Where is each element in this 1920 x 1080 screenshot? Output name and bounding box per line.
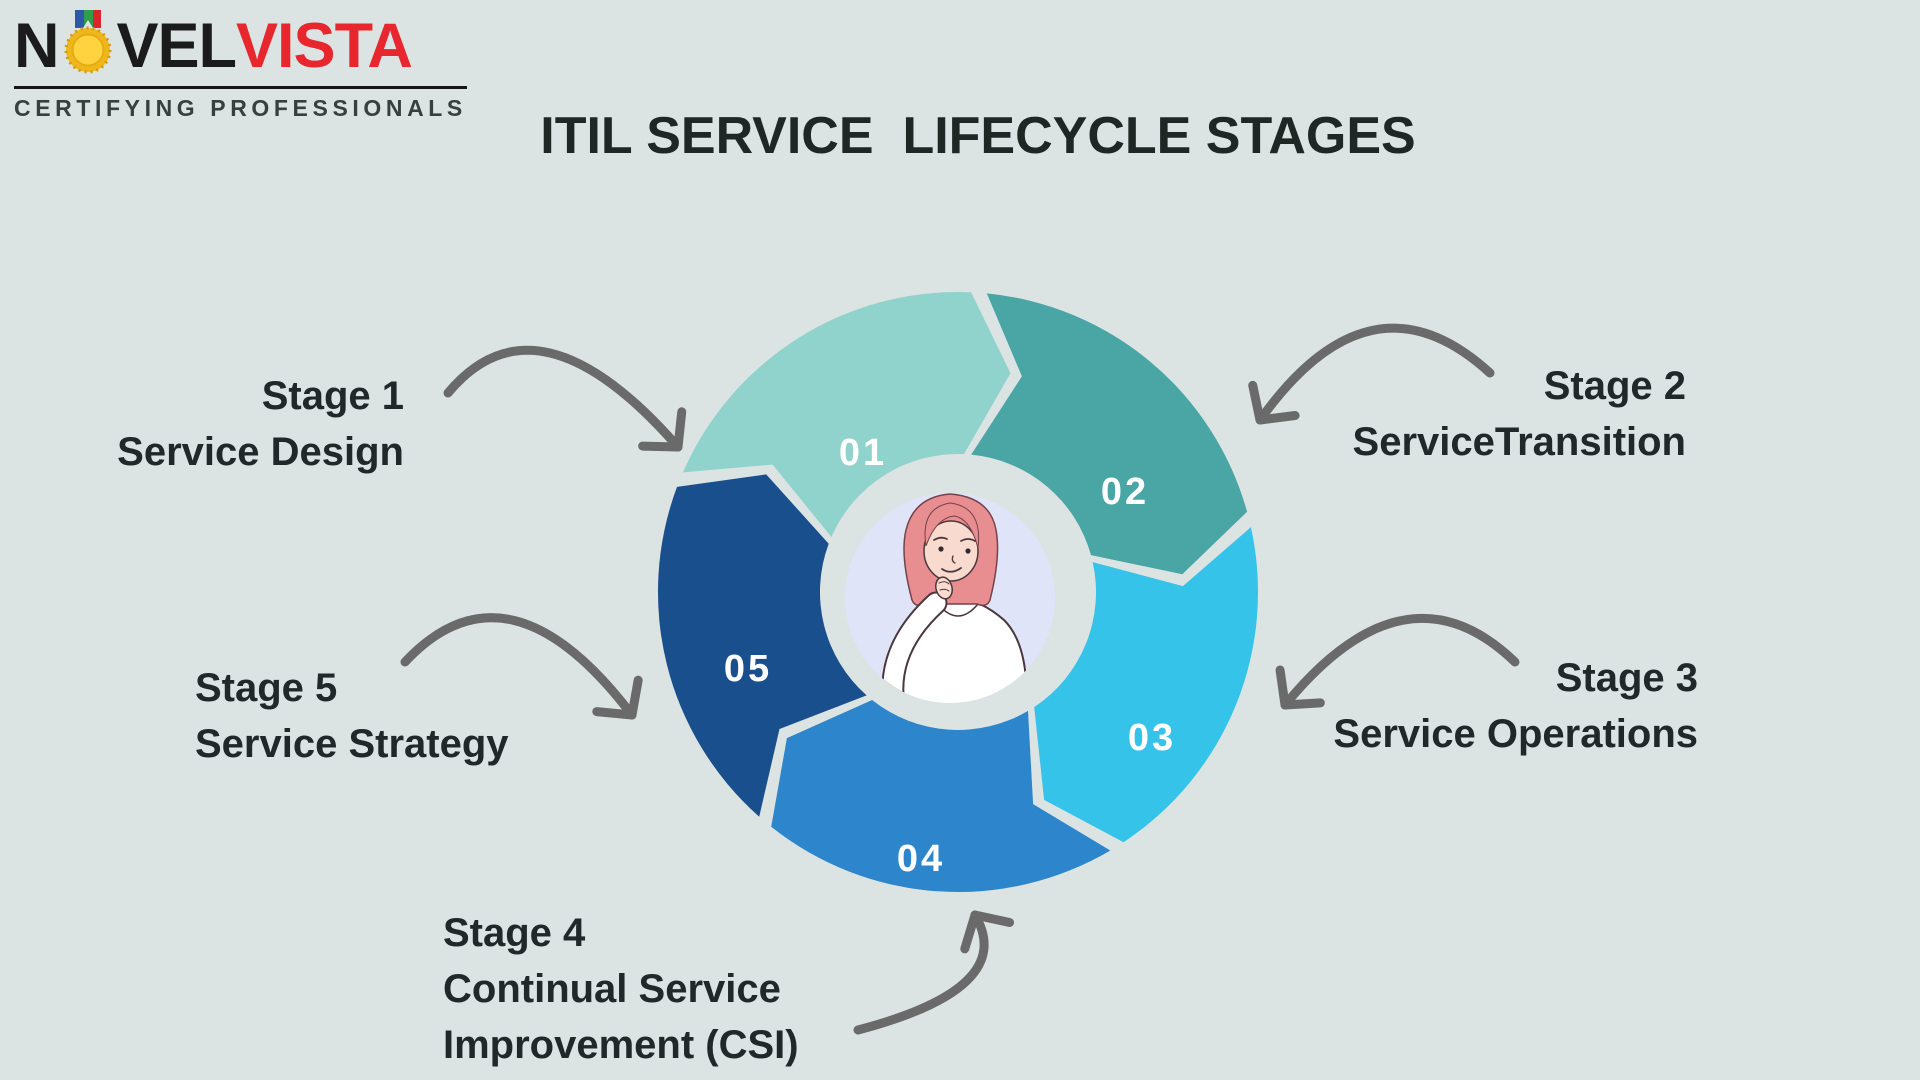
stage1-name: Service Design [117, 430, 404, 474]
page-title: ITIL SERVICE LIFECYCLE STAGES [540, 107, 1416, 165]
stage2-label: Stage 2 ServiceTransition [1353, 358, 1686, 470]
stage1-title: Stage 1 [261, 374, 404, 418]
stage5-title: Stage 5 [195, 666, 338, 710]
stage4-name-line1: Continual Service [443, 967, 781, 1011]
wheel-segment-02 [971, 293, 1248, 575]
stage3-name: Service Operations [1333, 712, 1698, 756]
stage4-label: Stage 4 Continual Service Improvement (C… [443, 905, 799, 1073]
stage2-title: Stage 2 [1543, 364, 1686, 408]
logo-text-vista: VISTA [236, 11, 413, 81]
segment-number-01: 01 [839, 432, 887, 474]
center-illustration [845, 493, 1055, 703]
wheel-segment-04 [771, 700, 1111, 893]
stage2-name: ServiceTransition [1352, 420, 1686, 464]
medal-icon [64, 10, 111, 74]
annotation-arrows [400, 323, 1520, 1035]
segment-number-03: 03 [1128, 717, 1176, 759]
wheel-segment-05 [657, 474, 867, 817]
stage4-name-line2: Improvement (CSI) [443, 1023, 799, 1067]
stage3-curved-arrow-icon [1275, 614, 1520, 710]
novelvista-logo: N VEL VISTA CERTIFYING PROFESSIONALS [14, 10, 467, 122]
woman-thinking-illustration [881, 493, 1028, 703]
stage3-title: Stage 3 [1555, 656, 1698, 700]
stage4-title: Stage 4 [443, 911, 586, 955]
stage1-curved-arrow-icon [443, 345, 687, 452]
stage5-label: Stage 5 Service Strategy [195, 660, 509, 772]
stage1-label: Stage 1 Service Design [117, 368, 404, 480]
stage4-curved-arrow-icon [853, 910, 1015, 1035]
stage5-name: Service Strategy [195, 722, 509, 766]
lifecycle-wheel: 01 02 03 04 05 [657, 292, 1259, 893]
stage3-label: Stage 3 Service Operations [1333, 650, 1698, 762]
stage2-curved-arrow-icon [1248, 323, 1495, 425]
logo-tagline: CERTIFYING PROFESSIONALS [14, 95, 467, 121]
logo-wordmark: N VEL VISTA [14, 10, 467, 82]
logo-text-vel: VEL [116, 11, 238, 81]
wheel-segment-03 [1034, 527, 1259, 843]
logo-divider [14, 86, 467, 89]
stage5-curved-arrow-icon [400, 613, 643, 720]
segment-number-02: 02 [1101, 471, 1149, 513]
logo-text-n: N [14, 11, 59, 81]
segment-number-04: 04 [897, 838, 945, 880]
wheel-segment-01 [682, 292, 1011, 537]
segment-number-05: 05 [724, 648, 772, 690]
